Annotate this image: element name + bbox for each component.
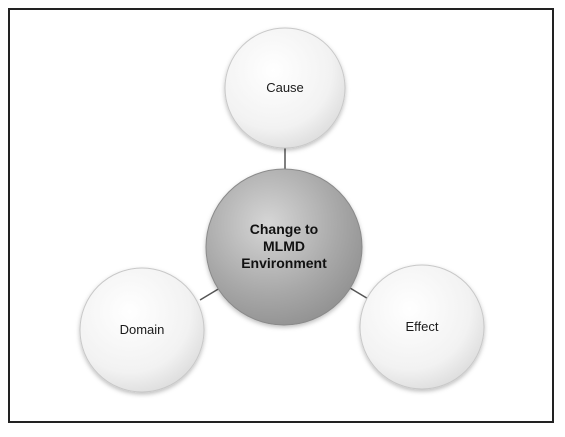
center-label: Change to MLMD Environment [214, 221, 354, 271]
domain-label: Domain [119, 322, 165, 338]
effect-circle [359, 264, 485, 390]
center-label-line-2: MLMD [263, 237, 305, 254]
domain-circle [79, 267, 205, 393]
cause-circle [224, 27, 346, 149]
cause-label: Cause [266, 80, 304, 96]
center-label-line-3: Environment [241, 254, 327, 271]
effect-label: Effect [405, 319, 439, 335]
center-label-line-1: Change to [249, 221, 319, 237]
connector-domain [199, 287, 221, 301]
center-circle [205, 168, 363, 326]
